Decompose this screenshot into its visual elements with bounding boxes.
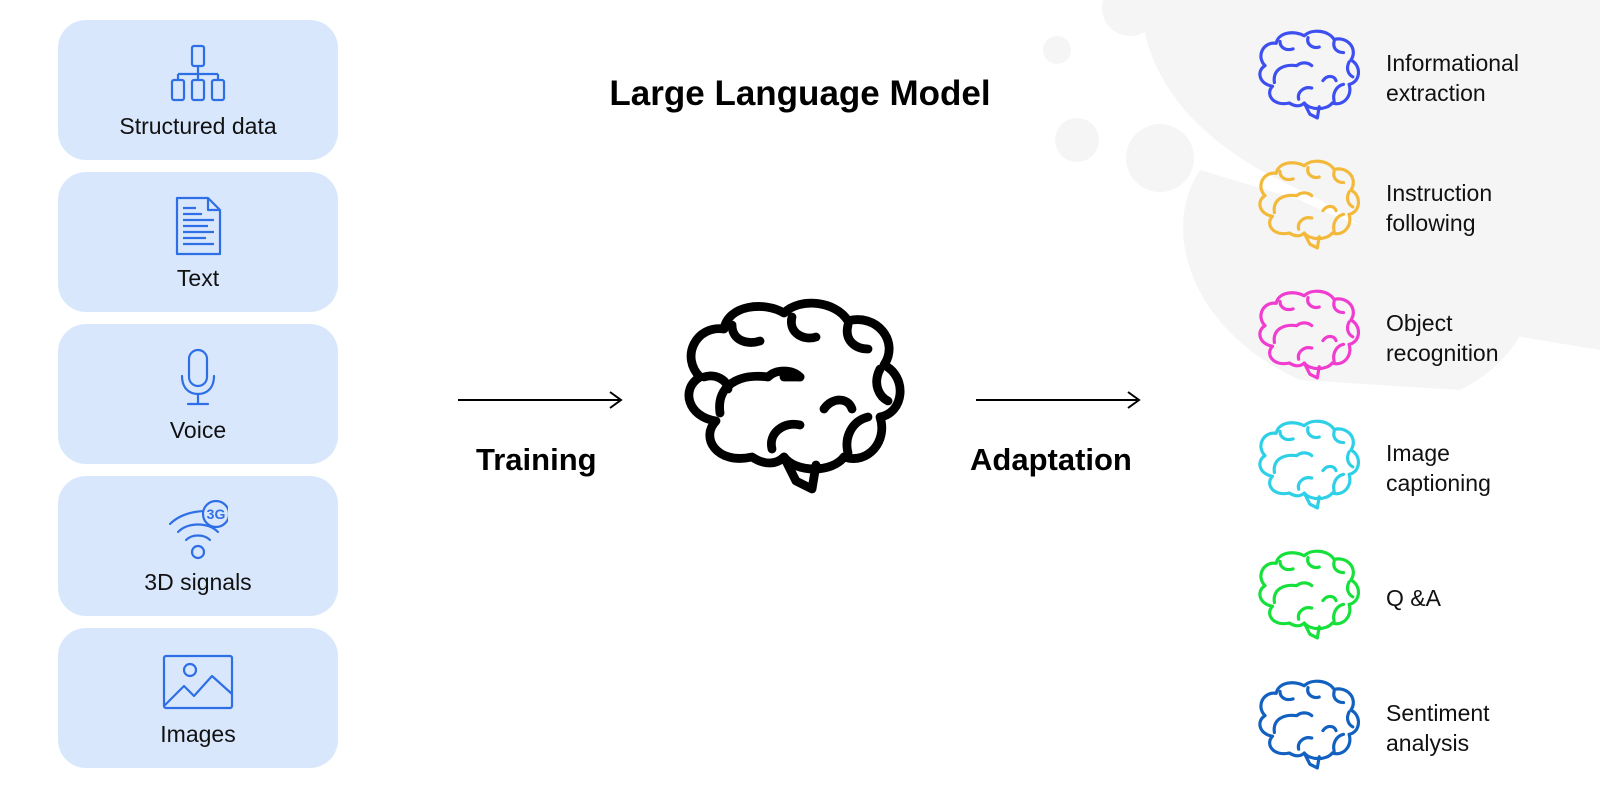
input-label: 3D signals bbox=[144, 569, 252, 595]
adaptation-label: Adaptation bbox=[970, 442, 1132, 477]
training-arrow bbox=[458, 391, 623, 409]
training-label: Training bbox=[476, 442, 597, 477]
microphone-icon bbox=[168, 348, 228, 408]
brain-icon bbox=[1252, 288, 1364, 382]
input-label: Structured data bbox=[119, 113, 277, 139]
document-icon bbox=[168, 196, 228, 256]
input-card-text: Text bbox=[58, 172, 338, 312]
brain-icon bbox=[1252, 418, 1364, 512]
input-label: Images bbox=[160, 721, 236, 747]
adaptation-arrow bbox=[976, 391, 1141, 409]
input-card-voice: Voice bbox=[58, 324, 338, 464]
wifi-3g-icon: 3G bbox=[168, 500, 228, 560]
input-card-structured-data: Structured data bbox=[58, 20, 338, 160]
structured-data-icon bbox=[168, 44, 228, 104]
brain-icon bbox=[1252, 158, 1364, 252]
brain-icon bbox=[1252, 28, 1364, 122]
input-label: Voice bbox=[169, 417, 227, 443]
output-label: Q &A bbox=[1386, 585, 1441, 611]
brain-icon bbox=[1252, 678, 1364, 772]
diagram-title: Large Language Model bbox=[609, 74, 991, 113]
input-card-images: Images bbox=[58, 628, 338, 768]
brain-icon bbox=[672, 296, 912, 498]
brain-icon bbox=[1252, 548, 1364, 642]
svg-text:3G: 3G bbox=[207, 506, 226, 522]
input-card-3d-signals: 3G 3D signals bbox=[58, 476, 338, 616]
input-label: Text bbox=[176, 265, 220, 291]
output-item-q-and-a: Q &A bbox=[1252, 548, 1582, 648]
image-icon bbox=[162, 654, 234, 710]
